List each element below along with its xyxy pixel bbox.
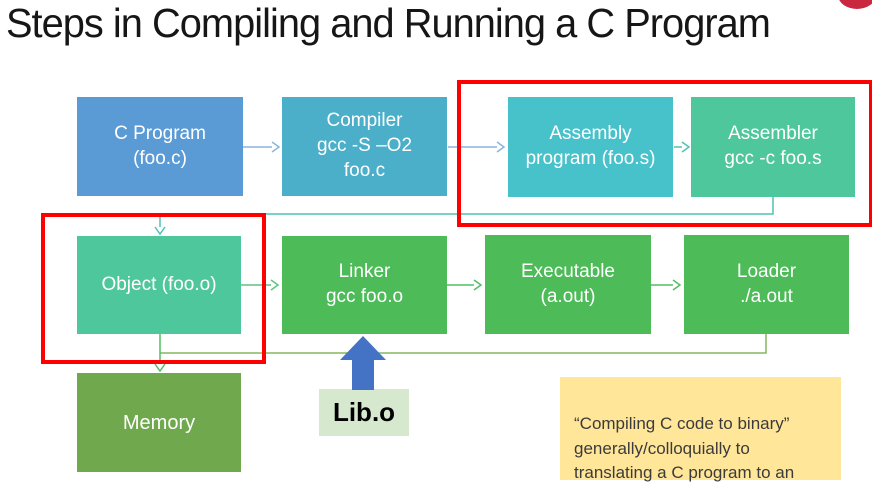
arrow-assembler-to-object: [154, 197, 774, 236]
note-box: “Compiling C code to binary” generally/c…: [560, 377, 841, 482]
box-linker-label: Linker gcc foo.o: [325, 261, 404, 307]
box-compiler: Compiler gcc -S –O2 foo.c: [282, 97, 447, 196]
box-c-program-label: C Program (foo.c): [114, 122, 206, 169]
box-loader: Loader ./a.out: [684, 235, 849, 334]
arrow-object-to-linker: [241, 279, 280, 291]
box-executable-label: Executable (a.out): [520, 260, 615, 307]
arrow-cprogram-to-compiler: [243, 141, 281, 153]
lib-o-up-arrow: [340, 336, 386, 390]
arrow-object-to-memory: [154, 334, 166, 373]
note-text: “Compiling C code to binary” generally/c…: [574, 414, 795, 483]
box-c-program: C Program (foo.c): [77, 97, 243, 196]
lib-o-label: Lib.o: [319, 389, 409, 436]
arrow-linker-to-executable: [447, 279, 483, 291]
arrow-assembly-to-assembler: [674, 141, 691, 153]
box-memory: Memory: [77, 373, 241, 472]
box-loader-label: Loader ./a.out: [736, 260, 797, 307]
box-assembler-label: Assembler gcc -c foo.s: [724, 123, 822, 169]
box-linker: Linker gcc foo.o: [282, 236, 447, 334]
slide-title: Steps in Compiling and Running a C Progr…: [6, 0, 771, 46]
box-assembly-program-label: Assembly program (foo.s): [525, 123, 656, 169]
box-memory-label: Memory: [122, 411, 196, 434]
box-object-label: Object (foo.o): [101, 273, 217, 295]
connector-loader-to-memory: [160, 334, 767, 354]
box-compiler-label: Compiler gcc -S –O2 foo.c: [316, 110, 413, 181]
box-assembly-program: Assembly program (foo.s): [508, 97, 673, 197]
box-executable: Executable (a.out): [485, 235, 651, 334]
box-assembler: Assembler gcc -c foo.s: [691, 97, 855, 197]
arrow-compiler-to-assembly: [448, 141, 506, 153]
arrow-executable-to-loader: [651, 279, 682, 291]
box-object: Object (foo.o): [77, 236, 241, 334]
lib-o-text: Lib.o: [332, 397, 396, 427]
